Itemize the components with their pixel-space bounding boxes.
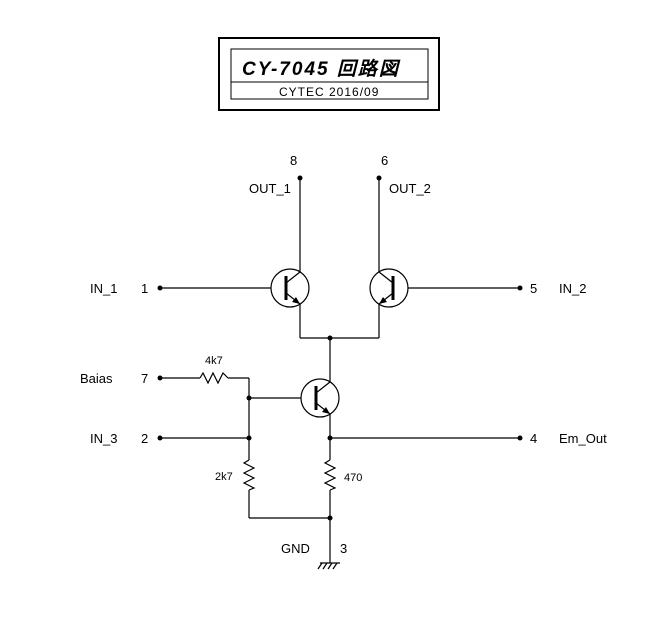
pin-4: 4 Em_Out (517, 431, 607, 446)
pin-1-number: 1 (141, 281, 148, 296)
pin-1: IN_1 1 (90, 281, 163, 296)
pin-8-label: OUT_1 (249, 181, 291, 196)
pin-4-number: 4 (530, 431, 537, 446)
pin-4-label: Em_Out (559, 431, 607, 446)
pin-2-number: 2 (141, 431, 148, 446)
resistor-r1-value: 4k7 (205, 355, 223, 367)
pin-7-number: 7 (141, 371, 148, 386)
resistor-r2: 2k7 (215, 459, 256, 491)
pin-1-label: IN_1 (90, 281, 117, 296)
pin-5-number: 5 (530, 281, 537, 296)
resistor-r1: 4k7 (199, 355, 229, 385)
pin-6-number: 6 (381, 153, 388, 168)
resistor-r3-value: 470 (344, 472, 362, 484)
pin-6-label: OUT_2 (389, 181, 431, 196)
pin-5: 5 IN_2 (517, 281, 586, 296)
resistor-r2-value: 2k7 (215, 471, 233, 483)
diagram-subtitle: CYTEC 2016/09 (279, 85, 379, 99)
pin-5-label: IN_2 (559, 281, 586, 296)
pin-8: 8 OUT_1 (249, 153, 303, 196)
transistor-q1 (270, 268, 310, 308)
pin-7-label: Baias (80, 371, 113, 386)
pin-2-label: IN_3 (90, 431, 117, 446)
pin-8-number: 8 (290, 153, 297, 168)
pin-3: GND 3 (281, 541, 347, 556)
pin-3-number: 3 (340, 541, 347, 556)
transistor-q3 (300, 378, 340, 418)
pin-6: 6 OUT_2 (376, 153, 431, 196)
junctions (246, 335, 333, 521)
resistor-r3: 470 (323, 459, 362, 491)
ground-symbol (317, 562, 340, 570)
pin-3-label: GND (281, 541, 310, 556)
pin-2: IN_3 2 (90, 431, 163, 446)
wiring (160, 178, 520, 563)
diagram-title: CY-7045 回路図 (242, 58, 401, 80)
transistor-q2 (369, 268, 409, 308)
pin-7: Baias 7 (80, 371, 163, 386)
title-block: CY-7045 回路図 CYTEC 2016/09 (218, 37, 440, 111)
